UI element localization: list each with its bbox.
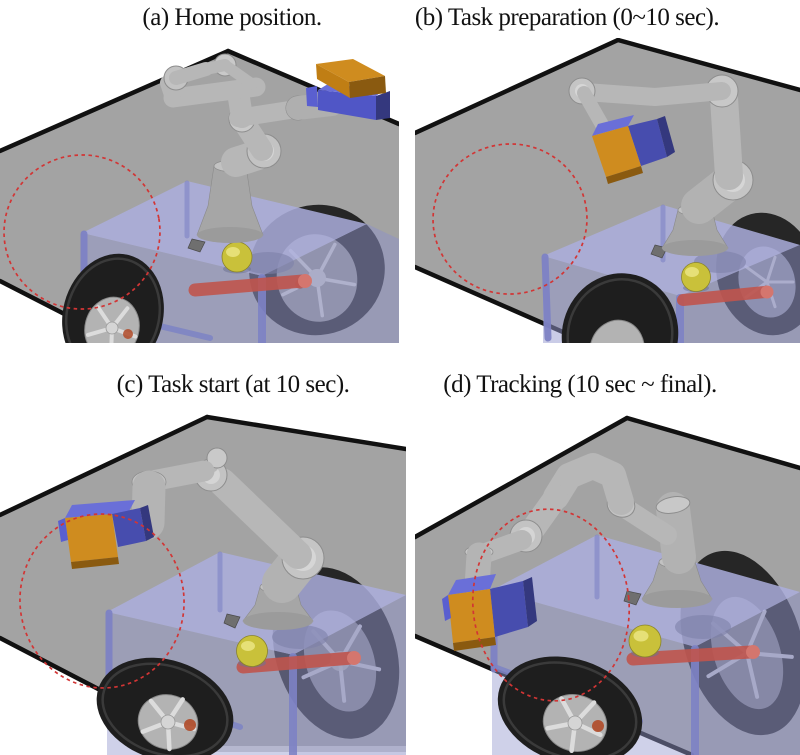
payload-box-face [316, 64, 350, 98]
caption-a: (a) Home position. [142, 4, 322, 31]
scene-a [0, 48, 399, 343]
target-ball [236, 635, 268, 667]
payload-box-face [523, 577, 537, 627]
pedestal-flare [243, 612, 313, 630]
target-ball [628, 624, 662, 658]
plane-edge [415, 38, 621, 136]
robot-link [710, 84, 743, 190]
payload-box-face [140, 505, 154, 541]
axle-cap [298, 274, 312, 288]
robot-joint [655, 496, 691, 514]
payload-box-face [592, 115, 634, 136]
scene-c [0, 414, 406, 755]
payload-box-face [442, 595, 451, 621]
pedestal-flare [197, 227, 263, 243]
payload-box-face [490, 581, 528, 637]
axle-cap [347, 651, 361, 665]
trajectory-circle [432, 143, 588, 295]
pedestal-flare [642, 590, 712, 608]
robot-link [543, 453, 634, 515]
ball-highlight [241, 641, 255, 651]
robot-link [576, 82, 731, 106]
payload-box-face [65, 514, 118, 562]
payload-box-face [453, 637, 496, 651]
brake-caliper [184, 719, 196, 731]
cart-axle [677, 286, 771, 306]
caption-c: (c) Task start (at 10 sec). [116, 371, 350, 398]
panel-c-simulation-render [0, 405, 406, 755]
cart-right-face [262, 224, 399, 343]
tire-highlight [101, 662, 229, 755]
payload-box-face [628, 119, 667, 166]
robot-link [163, 77, 266, 108]
cart-axle [626, 645, 758, 666]
robot-link [208, 468, 312, 569]
target-ball [221, 241, 253, 273]
scene-b [415, 38, 800, 343]
ee-bracket [623, 590, 642, 606]
cart-right-face [695, 592, 800, 755]
caption-d: (d) Tracking (10 sec ~ final). [443, 371, 717, 398]
scene-d [415, 415, 800, 755]
plane-edge [415, 415, 630, 540]
ee-bracket [223, 613, 241, 629]
ball-highlight [685, 267, 699, 277]
panel-d-simulation-render [415, 405, 800, 755]
payload-box-face [112, 508, 146, 547]
plane-edge [615, 38, 800, 93]
payload-box-face [71, 557, 119, 569]
ball-highlight [633, 630, 649, 642]
robot-joint [206, 447, 228, 469]
cart-axle [188, 274, 310, 297]
plane-edge [624, 415, 800, 471]
cart-post [541, 253, 552, 342]
pedestal-shadow [272, 625, 328, 649]
panel-b-simulation-render [415, 38, 800, 343]
payload-box-face [318, 90, 376, 120]
tire-highlight [64, 257, 162, 343]
payload-box-face [349, 76, 386, 98]
ee-bracket [187, 238, 206, 253]
panel-a-simulation-render [0, 38, 399, 343]
caption-b: (b) Task preparation (0~10 sec). [414, 4, 720, 31]
wheel-hub [160, 714, 176, 730]
payload-box-face [448, 574, 496, 595]
brake-caliper [123, 329, 133, 339]
payload-box-face [657, 116, 675, 157]
trajectory-circle [471, 508, 631, 702]
payload-box-face [606, 166, 643, 184]
front-wheel-rim [589, 319, 645, 343]
payload-box-face [316, 59, 385, 82]
tire-highlight [566, 278, 674, 343]
trajectory-circle [3, 154, 161, 310]
payload-box-face [58, 518, 68, 542]
pedestal-shadow [242, 252, 294, 274]
payload-box-face [376, 91, 390, 120]
payload-box-face [306, 86, 318, 107]
axle-cap [746, 645, 760, 659]
wheel-hub [567, 715, 583, 731]
plane-edge [0, 414, 210, 518]
payload-box-face [592, 126, 641, 177]
ball-highlight [226, 247, 240, 257]
cart-right-face [293, 595, 406, 755]
target-ball [681, 262, 711, 292]
pedestal-shadow [675, 615, 731, 639]
pedestal-flare [662, 240, 728, 256]
axle-cap [760, 285, 774, 299]
plane-edge [204, 414, 406, 452]
wheel-hub [105, 321, 119, 335]
brake-caliper [592, 720, 604, 732]
payload-box-face [448, 589, 495, 643]
robot-link [219, 59, 258, 90]
